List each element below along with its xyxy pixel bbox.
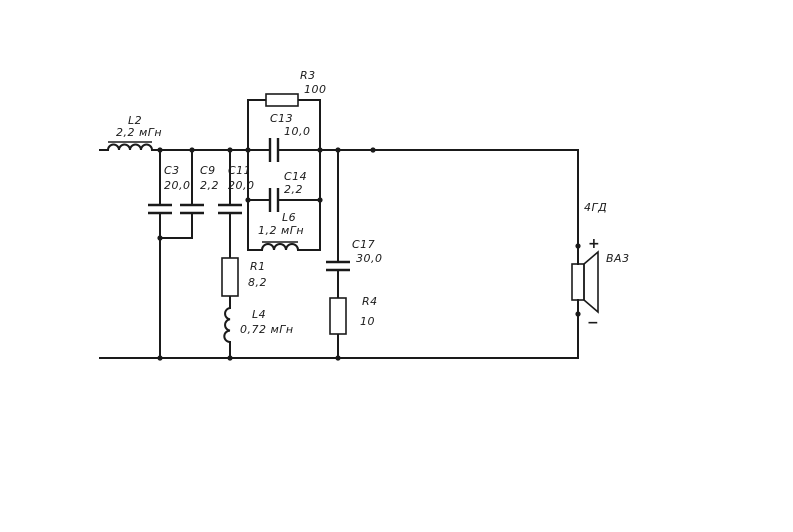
resistor-r1: R1 8,2	[221, 257, 267, 297]
c13-value: 10,0	[284, 125, 311, 138]
ba3-type: 4ГД	[584, 201, 607, 214]
l6-value: 1,2 мГн	[258, 224, 304, 237]
c17-ref: C17	[352, 238, 375, 251]
r4-ref: R4	[362, 295, 378, 308]
l4-value: 0,72 мГн	[240, 323, 294, 336]
l6-ref: L6	[282, 211, 296, 224]
inductor-l4: L4 0,72 мГн	[223, 307, 294, 343]
r3-ref: R3	[300, 69, 316, 82]
capacitor-c3: C3 20,0	[148, 164, 191, 215]
r4-value: 10	[360, 315, 375, 328]
capacitor-c13: C13 10,0	[268, 112, 311, 162]
c14-value: 2,2	[284, 183, 303, 196]
c11-ref: C11	[228, 164, 251, 177]
l2-value: 2,2 мГн	[116, 126, 162, 139]
c17-value: 30,0	[356, 252, 383, 265]
capacitor-c9: C9 2,2	[180, 164, 219, 215]
c3-value: 20,0	[164, 179, 191, 192]
ba3-ref: BA3	[606, 252, 630, 265]
junctions	[157, 147, 581, 361]
r1-ref: R1	[250, 260, 266, 273]
inductor-l6: L6 1,2 мГн	[258, 211, 304, 251]
c3-ref: C3	[164, 164, 180, 177]
l4-ref: L4	[252, 308, 266, 321]
inductor-l2: L2 2,2 мГн	[107, 114, 162, 151]
resistor-r4: R4 10	[329, 295, 378, 335]
loudspeaker-ba3: 4ГД + BA3 −	[571, 201, 630, 331]
capacitor-c14: C14 2,2	[268, 170, 307, 212]
c14-ref: C14	[284, 170, 307, 183]
ba3-plus: +	[588, 236, 600, 252]
ba3-minus: −	[587, 315, 599, 331]
c9-value: 2,2	[200, 179, 219, 192]
c13-ref: C13	[270, 112, 293, 125]
r3-value: 100	[304, 83, 327, 96]
capacitor-c11: C11 20,0	[218, 164, 255, 215]
c11-value: 20,0	[228, 179, 255, 192]
wires	[99, 99, 579, 359]
resistor-r3: R3 100	[265, 69, 327, 107]
capacitor-c17: C17 30,0	[326, 238, 383, 272]
r1-value: 8,2	[248, 276, 267, 289]
c9-ref: C9	[200, 164, 216, 177]
l2-ref: L2	[128, 114, 142, 127]
